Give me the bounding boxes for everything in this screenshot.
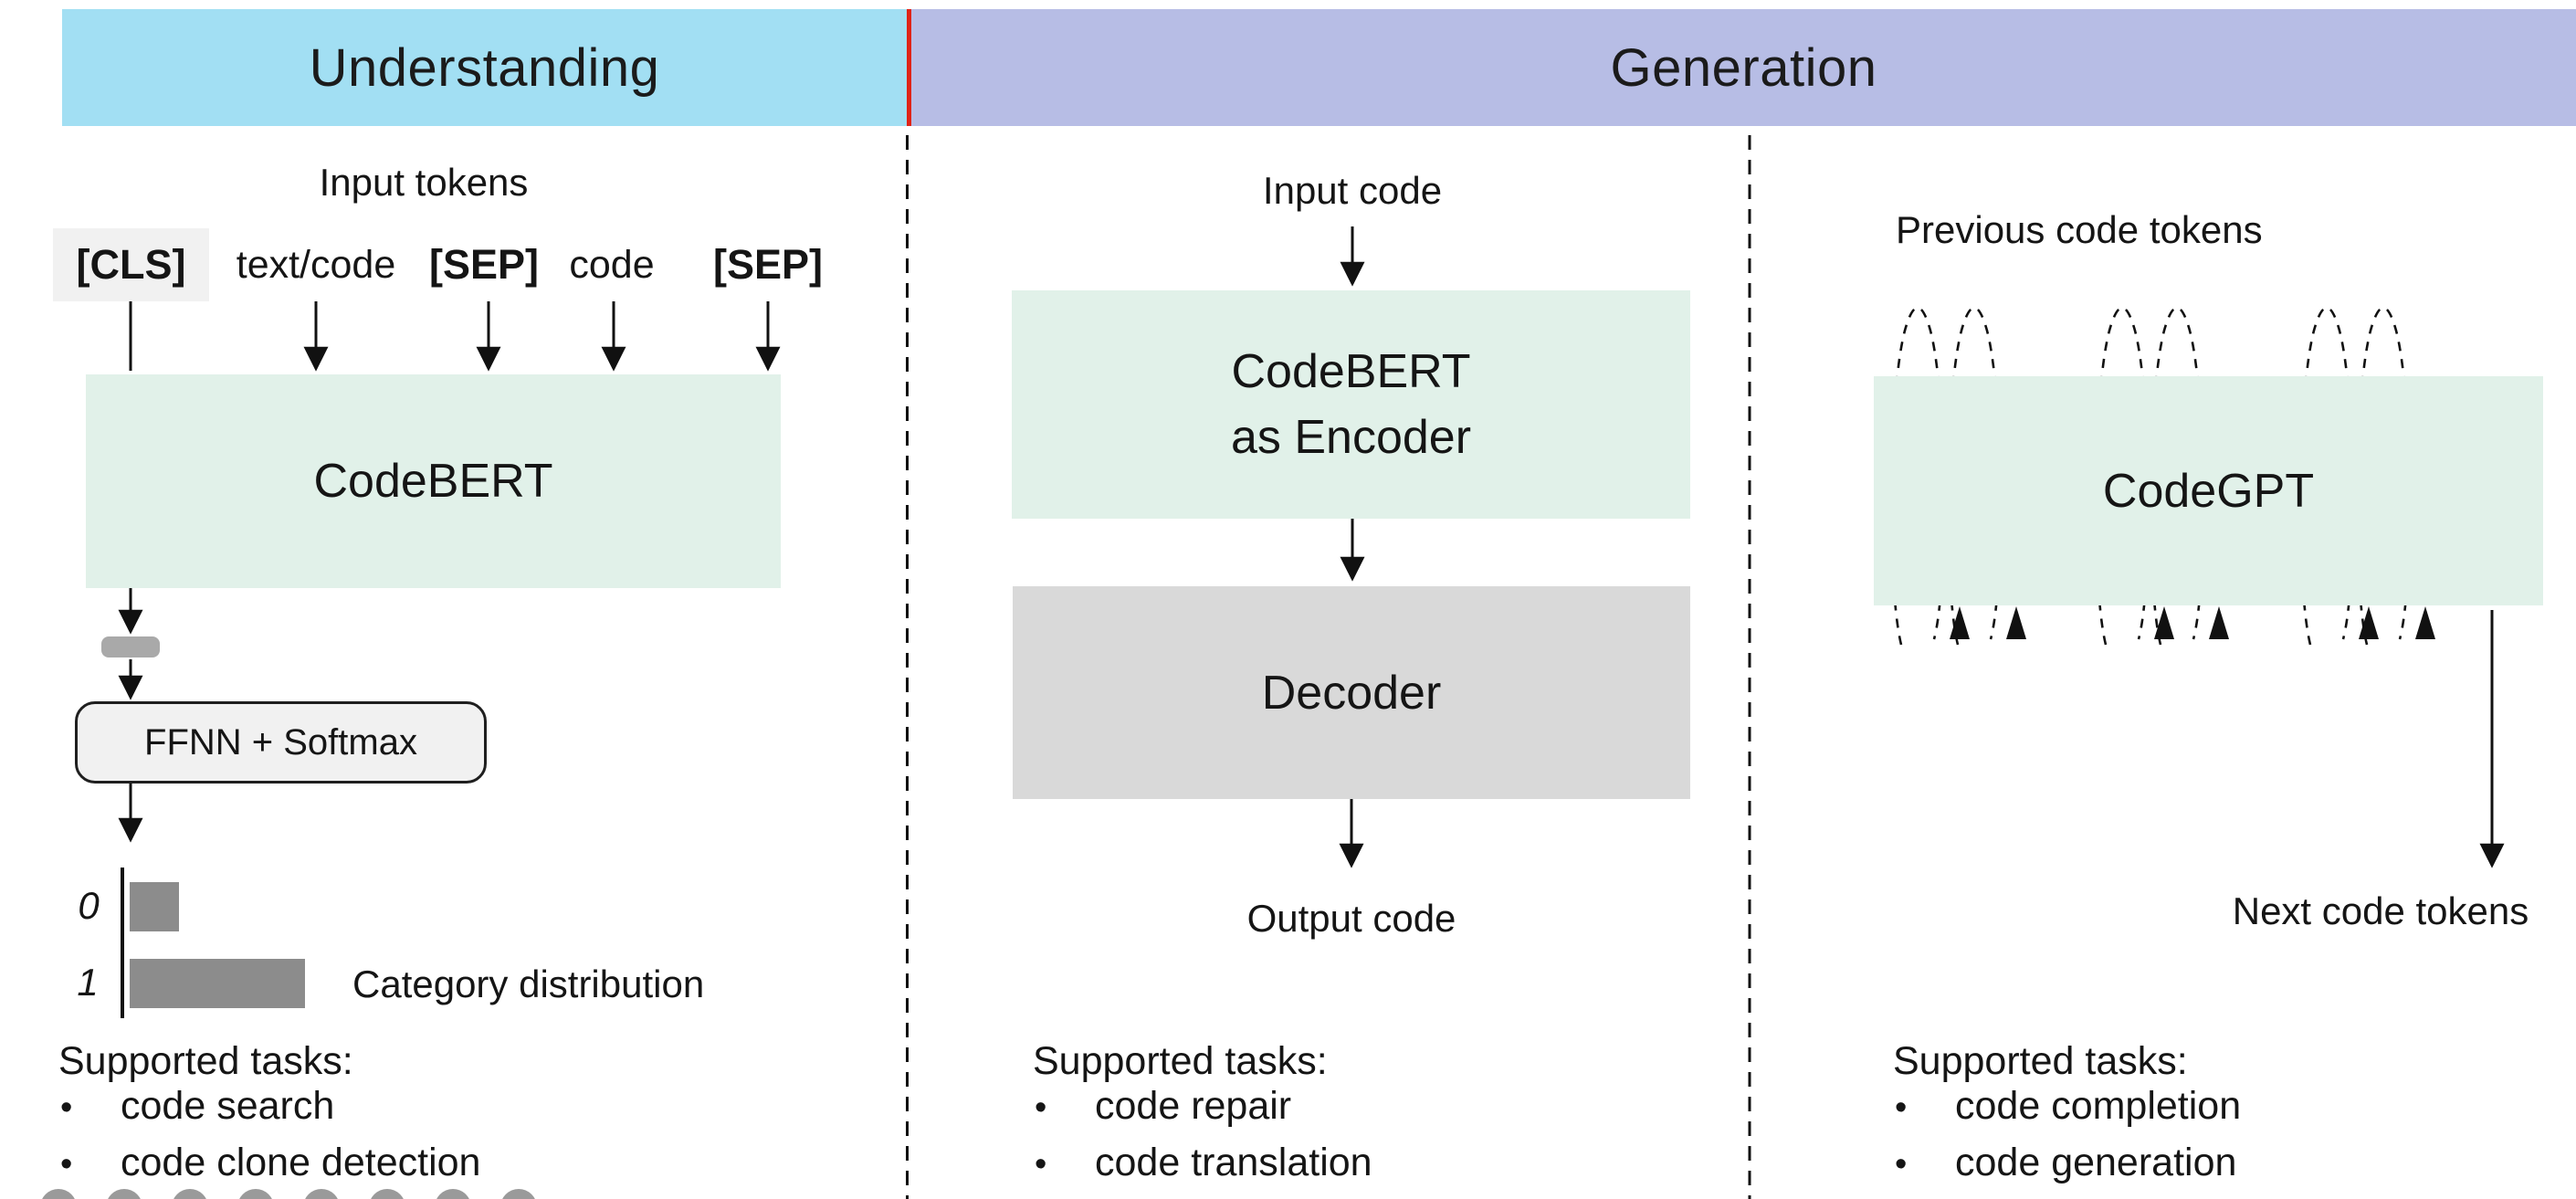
middle-task-row-1: • code repair (1035, 1084, 1291, 1129)
left-task-row-2: • code clone detection (60, 1141, 480, 1185)
loop-arrowhead (2209, 606, 2229, 639)
left-task-1: code search (121, 1084, 335, 1128)
codegpt-box-label: CodeGPT (2102, 464, 2315, 518)
bullet-icon: • (1035, 1145, 1047, 1183)
next-code-tokens-label: Next code tokens (2232, 889, 2529, 932)
chart-bar-0 (130, 882, 179, 931)
bullet-icon: • (60, 1145, 73, 1183)
token-code: code (569, 243, 655, 287)
left-tasks-title: Supported tasks: (58, 1039, 353, 1083)
middle-tasks-title: Supported tasks: (1033, 1039, 1328, 1083)
loop-arrowhead (1950, 606, 1970, 639)
loop-arrowhead (2415, 606, 2435, 639)
right-task-row-2: • code generation (1895, 1141, 2236, 1185)
cls-token-label: [CLS] (76, 241, 186, 288)
bullet-icon: • (1035, 1089, 1047, 1127)
previous-code-tokens-label: Previous code tokens (1896, 208, 2263, 251)
output-code-label: Output code (1246, 897, 1456, 940)
codebert-box-label: CodeBERT (313, 455, 553, 508)
middle-task-2: code translation (1095, 1141, 1372, 1184)
encoder-box-line2: as Encoder (1230, 411, 1472, 464)
ffnn-softmax-box: FFNN + Softmax (75, 701, 487, 784)
loop-arrowhead (2006, 606, 2026, 639)
left-task-row-1: • code search (60, 1084, 334, 1129)
understanding-header: Understanding (62, 9, 907, 126)
right-task-1: code completion (1955, 1084, 2242, 1128)
codebert-box: CodeBERT (86, 374, 781, 588)
loop-arrowhead (2154, 606, 2174, 639)
cls-token-chip: [CLS] (53, 228, 209, 301)
cls-embedding-connector (101, 636, 160, 657)
category-distribution-label: Category distribution (352, 962, 705, 1005)
chart-bar-1 (130, 959, 305, 1008)
right-task-row-1: • code completion (1895, 1084, 2241, 1129)
generation-header: Generation (911, 9, 2576, 126)
chart-category-1: 1 (77, 961, 99, 1004)
middle-task-row-2: • code translation (1035, 1141, 1372, 1185)
codebert-encoder-box: CodeBERT as Encoder (1012, 290, 1690, 519)
left-task-2: code clone detection (121, 1141, 481, 1184)
middle-task-1: code repair (1095, 1084, 1292, 1128)
ffnn-softmax-label: FFNN + Softmax (144, 721, 417, 763)
token-text-code: text/code (236, 243, 396, 287)
right-task-2: code generation (1955, 1141, 2237, 1184)
understanding-header-label: Understanding (309, 37, 660, 98)
loop-arrowheads (1950, 606, 2435, 639)
bullet-icon: • (1895, 1089, 1908, 1127)
encoder-box-line1: CodeBERT (1231, 345, 1471, 398)
generation-header-label: Generation (1610, 37, 1877, 98)
bullet-icon: • (60, 1089, 73, 1127)
loop-arrowhead (2359, 606, 2379, 639)
chart-category-0: 0 (78, 884, 100, 927)
codegpt-box: CodeGPT (1874, 376, 2543, 605)
bullet-icon: • (1895, 1145, 1908, 1183)
input-tokens-label: Input tokens (319, 161, 529, 204)
token-sep-1: [SEP] (428, 241, 540, 288)
decoder-box-label: Decoder (1261, 666, 1442, 720)
right-tasks-title: Supported tasks: (1893, 1039, 2188, 1083)
decoder-box: Decoder (1013, 586, 1690, 799)
header-red-divider (907, 9, 911, 126)
token-sep-2: [SEP] (712, 241, 824, 288)
input-code-label: Input code (1262, 169, 1443, 212)
